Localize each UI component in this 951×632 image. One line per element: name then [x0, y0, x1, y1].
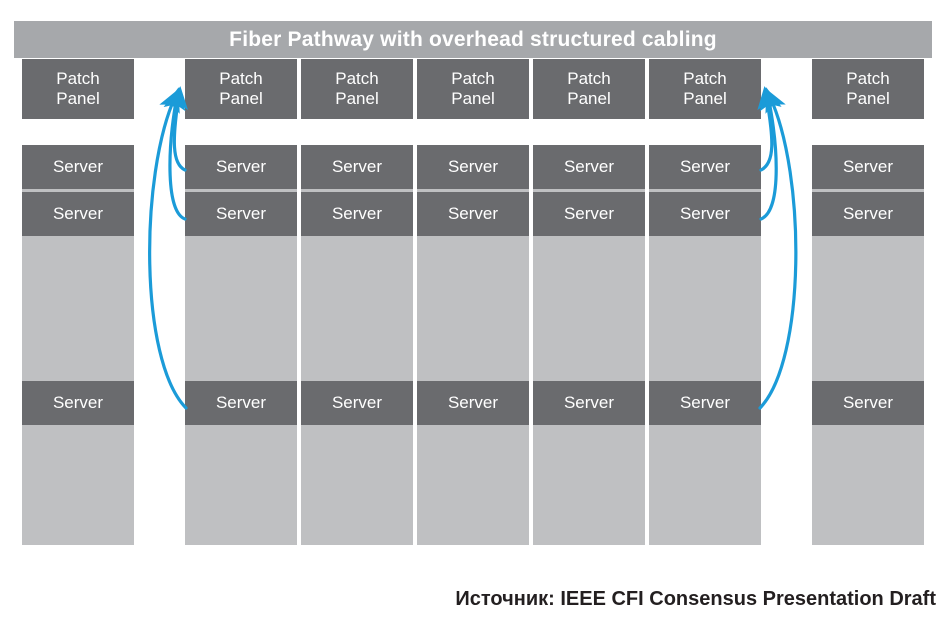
- rack-6-server-3: Server: [649, 381, 761, 425]
- rack-3-body: Server Server Server: [301, 145, 413, 545]
- patch-panel-label-line2: Panel: [846, 89, 890, 108]
- rack-6-server-2: Server: [649, 192, 761, 236]
- cable-left-3: [148, 88, 188, 410]
- patch-panel-label-line2: Panel: [683, 89, 727, 108]
- cable-bundle-right: [757, 86, 798, 410]
- cable-bundle-left: [148, 86, 189, 410]
- patch-panel-label-line2: Panel: [56, 89, 100, 108]
- rack-5-server-1: Server: [533, 145, 645, 189]
- rack-7-server-1: Server: [812, 145, 924, 189]
- rack-4-server-3: Server: [417, 381, 529, 425]
- source-text: Источник: IEEE CFI Consensus Presentatio…: [455, 588, 936, 610]
- rack-6-body: Server Server Server: [649, 145, 761, 545]
- diagram-title-banner: Fiber Pathway with overhead structured c…: [14, 21, 932, 58]
- rack-4-patch-panel: Patch Panel: [417, 59, 529, 119]
- cable-right-2: [759, 87, 782, 221]
- rack-5-server-3: Server: [533, 381, 645, 425]
- patch-panel-label-line1: Patch: [567, 68, 611, 88]
- rack-1-patch-panel: Patch Panel: [22, 59, 134, 119]
- rack-3-server-1: Server: [301, 145, 413, 189]
- rack-1-server-3: Server: [22, 381, 134, 425]
- rack-2-server-2: Server: [185, 192, 297, 236]
- cable-left-2: [163, 87, 187, 221]
- rack-6-server-1: Server: [649, 145, 761, 189]
- rack-7-server-2: Server: [812, 192, 924, 236]
- rack-6-patch-panel: Patch Panel: [649, 59, 761, 119]
- cable-left-1: [165, 86, 189, 172]
- rack-2-server-3: Server: [185, 381, 297, 425]
- diagram-title: Fiber Pathway with overhead structured c…: [229, 27, 717, 51]
- rack-4-body: Server Server Server: [417, 145, 529, 545]
- cable-right-3: [758, 88, 798, 410]
- rack-5-patch-panel: Patch Panel: [533, 59, 645, 119]
- rack-3-server-3: Server: [301, 381, 413, 425]
- patch-panel-label-line1: Patch: [56, 68, 100, 88]
- rack-3-patch-panel: Patch Panel: [301, 59, 413, 119]
- rack-2-body: Server Server Server: [185, 145, 297, 545]
- rack-5-server-2: Server: [533, 192, 645, 236]
- patch-panel-label-line2: Panel: [335, 89, 379, 108]
- patch-panel-label-line1: Patch: [335, 68, 379, 88]
- patch-panel-label-line2: Panel: [451, 89, 495, 108]
- rack-3-server-2: Server: [301, 192, 413, 236]
- rack-2-server-1: Server: [185, 145, 297, 189]
- rack-4-server-2: Server: [417, 192, 529, 236]
- rack-1-server-2: Server: [22, 192, 134, 236]
- rack-7-server-3: Server: [812, 381, 924, 425]
- patch-panel-label-line2: Panel: [219, 89, 263, 108]
- rack-1-body: Server Server Server: [22, 145, 134, 545]
- source-footer: Источник: IEEE CFI Consensus Presentatio…: [0, 588, 936, 611]
- rack-2-patch-panel: Patch Panel: [185, 59, 297, 119]
- cable-right-1: [757, 86, 780, 172]
- patch-panel-label-line1: Patch: [846, 68, 890, 88]
- rack-5-body: Server Server Server: [533, 145, 645, 545]
- patch-panel-label-line1: Patch: [451, 68, 495, 88]
- rack-4-server-1: Server: [417, 145, 529, 189]
- rack-7-body: Server Server Server: [812, 145, 924, 545]
- rack-1-server-1: Server: [22, 145, 134, 189]
- patch-panel-label-line1: Patch: [219, 68, 263, 88]
- patch-panel-label-line2: Panel: [567, 89, 611, 108]
- rack-7-patch-panel: Patch Panel: [812, 59, 924, 119]
- patch-panel-label-line1: Patch: [683, 68, 727, 88]
